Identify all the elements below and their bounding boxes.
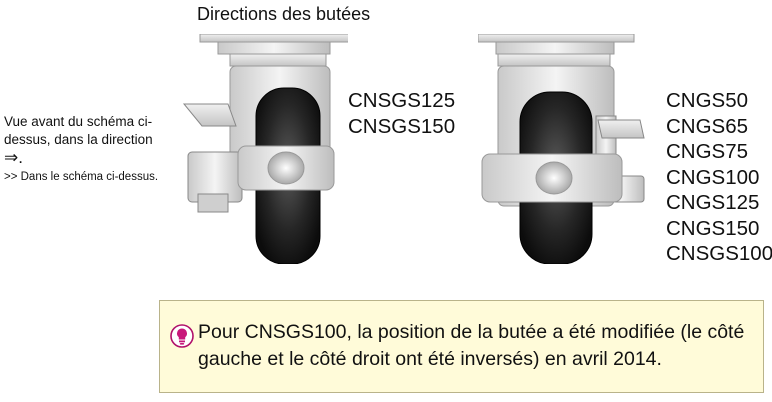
lightbulb-icon xyxy=(170,324,194,348)
model-label: CNSGS150 xyxy=(348,114,456,138)
model-label: CNGS50 xyxy=(666,89,749,112)
view-direction-note: Vue avant du schéma ci-dessus, dans la d… xyxy=(4,113,172,185)
diagram-title: Directions des butées xyxy=(197,4,371,24)
axle-hub xyxy=(237,145,335,191)
view-direction-text: Vue avant du schéma ci-dessus, dans la d… xyxy=(4,114,153,147)
right-caster-models: CNGS50 CNGS65 CNGS75 CNGS100 CNGS125 CNG… xyxy=(666,88,772,267)
revision-notice: Pour CNSGS100, la position de la butée a… xyxy=(159,300,764,393)
model-label: CNGS100 xyxy=(666,165,760,189)
view-direction-reference: >> Dans le schéma ci-dessus. xyxy=(4,171,159,183)
model-label: CNGS150 xyxy=(666,216,760,240)
brake-pedal xyxy=(182,103,243,213)
model-label: CNGS65 xyxy=(666,114,749,138)
left-caster-models: CNSGS125 CNSGS150 xyxy=(348,88,455,139)
top-plate xyxy=(478,34,635,67)
view-direction-arrow: ⇒. xyxy=(4,148,23,167)
model-label: CNGS125 xyxy=(666,191,760,214)
model-label: CNSGS100 xyxy=(666,242,772,265)
model-label: CNSGS125 xyxy=(348,89,456,112)
top-plate xyxy=(199,34,348,67)
caster-left-illustration xyxy=(182,34,348,264)
model-label: CNGS75 xyxy=(666,140,749,163)
axle-hub xyxy=(481,153,623,203)
caster-right-illustration xyxy=(478,34,645,264)
notice-text: Pour CNSGS100, la position de la butée a… xyxy=(198,321,745,370)
